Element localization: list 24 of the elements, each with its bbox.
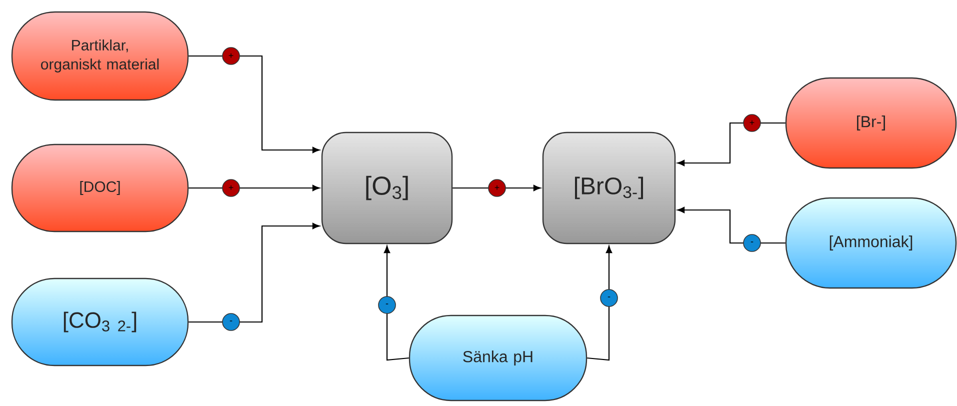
factor-box: [Br-] xyxy=(785,77,957,169)
arrow xyxy=(677,122,786,166)
edge-label: + xyxy=(222,47,240,65)
edge-label: + xyxy=(222,179,240,197)
process-box: [BrO$_{3-}$] xyxy=(542,132,676,244)
process-box: [O$_{3}$] xyxy=(321,132,453,244)
factor-box: [DOC] xyxy=(11,144,189,232)
edge-label: - xyxy=(378,296,396,314)
edge-label: + xyxy=(743,114,761,132)
arrow xyxy=(452,184,541,192)
arrow xyxy=(188,55,320,154)
arrow xyxy=(587,246,612,361)
factor-box: Sänka pH xyxy=(408,314,588,402)
edge-label: + xyxy=(488,179,506,197)
arrow xyxy=(188,222,320,323)
factor-box: [CO$_{3 2-}$] xyxy=(11,278,189,366)
factor-box: [Ammoniak] xyxy=(785,197,957,289)
arrow xyxy=(188,184,320,192)
factor-box: Partiklar, organiskt material xyxy=(11,11,189,101)
arrow xyxy=(677,206,786,244)
edge-label: - xyxy=(600,289,618,307)
edge-label: - xyxy=(743,234,761,252)
arrow xyxy=(384,246,409,361)
edge-label: - xyxy=(222,313,240,331)
